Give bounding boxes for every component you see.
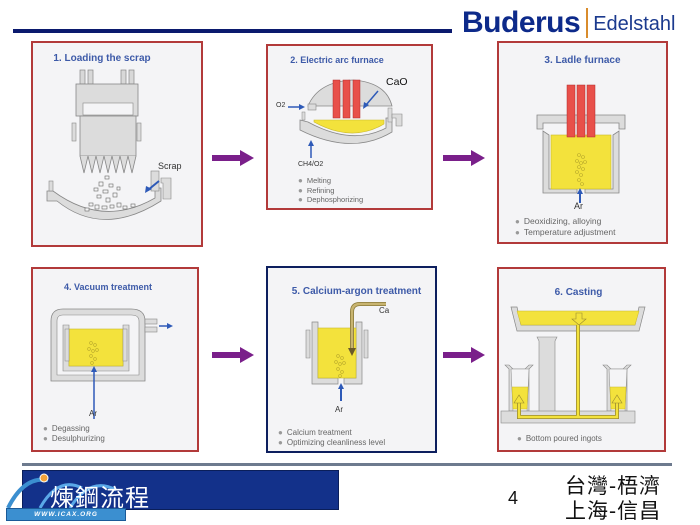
- footer-rule: [22, 463, 672, 466]
- bullet-item: Optimizing cleanliness level: [278, 438, 385, 448]
- bullet-item: Dephosphorizing: [298, 195, 363, 205]
- step-arrow-4-to-5: [212, 347, 254, 363]
- label-ca: Ca: [379, 306, 390, 315]
- location-taiwan: 台灣-梧濟: [565, 474, 662, 498]
- molten-steel: [313, 119, 385, 134]
- brand-name: Buderus: [462, 6, 581, 39]
- bullet-item: Melting: [298, 176, 363, 186]
- electrode: [342, 79, 351, 119]
- electrode: [586, 84, 596, 138]
- step-panel-ladle-furnace: 3. Ladle furnace Ar Deoxidizing, alloyin…: [497, 41, 668, 244]
- brand-logo: Buderus Edelstahl: [462, 4, 675, 38]
- step-arrow-1-to-2: [212, 150, 254, 166]
- ladle-furnace-illustration: [536, 84, 626, 203]
- step-bullets: Calcium treatment Optimizing cleanliness…: [278, 428, 385, 448]
- label-ar: Ar: [89, 409, 97, 418]
- label-scrap: Scrap: [158, 161, 182, 171]
- location-shanghai: 上海-信昌: [565, 499, 662, 523]
- vacuum-treatment-illustration: [50, 308, 173, 419]
- bullet-item: Deoxidizing, alloying: [515, 216, 616, 227]
- electric-arc-furnace-illustration: [288, 79, 403, 158]
- step-bullets: Melting Refining Dephosphorizing: [298, 176, 363, 205]
- header-rule: [13, 29, 452, 33]
- electrode: [576, 84, 586, 138]
- label-ar: Ar: [574, 201, 583, 211]
- scrap-loading-illustration: [46, 69, 172, 220]
- bullet-item: Bottom poured ingots: [517, 433, 602, 444]
- label-o2: O2: [276, 102, 286, 109]
- step-title: 2. Electric arc furnace: [290, 55, 384, 65]
- icax-logo-icon: [6, 473, 117, 509]
- label-ch4-o2: CH4/O2: [298, 161, 324, 168]
- electrode: [352, 79, 361, 119]
- step-bullets: Degassing Desulphurizing: [43, 424, 105, 444]
- step-title: 5. Calcium-argon treatment: [291, 286, 422, 297]
- argon-bubbles: [334, 354, 346, 378]
- electrode: [566, 84, 576, 138]
- logo-url-badge: WWW.ICAX.ORG: [6, 508, 126, 521]
- argon-bubbles: [575, 153, 587, 186]
- molten-steel: [68, 328, 124, 367]
- electrode: [332, 79, 341, 119]
- step-title: 1. Loading the scrap: [53, 53, 151, 64]
- brand-subtitle: Edelstahl: [593, 13, 676, 35]
- page-number: 4: [508, 488, 519, 508]
- step-title: 3. Ladle furnace: [544, 55, 621, 66]
- step-arrow-5-to-6: [443, 347, 485, 363]
- casting-illustration: [500, 306, 646, 424]
- label-cao: CaO: [386, 76, 408, 88]
- bullet-item: Calcium treatment: [278, 428, 385, 438]
- step-bullets: Deoxidizing, alloying Temperature adjust…: [515, 216, 616, 238]
- footer-title: 煉鋼流程: [50, 484, 150, 512]
- bullet-item: Desulphurizing: [43, 434, 105, 444]
- step-panel-electric-arc-furnace: 2. Electric arc furnace CaO O2 CH4/O2 Me…: [266, 44, 433, 210]
- step-panel-calcium-argon-treatment: 5. Calcium-argon treatment Ca Ar Calcium…: [266, 266, 437, 453]
- bullet-item: Temperature adjustment: [515, 227, 616, 238]
- step-title: 4. Vacuum treatment: [63, 282, 153, 292]
- step-panel-loading-scrap: 1. Loading the scrap Scrap: [31, 41, 203, 247]
- step-arrow-2-to-3: [443, 150, 485, 166]
- calcium-argon-illustration: [305, 302, 386, 401]
- brand-separator: [586, 8, 589, 38]
- step-panel-vacuum-treatment: 4. Vacuum treatment Ar Degassing Desulph…: [31, 267, 199, 452]
- step-bullets: Bottom poured ingots: [517, 433, 602, 444]
- molten-steel: [550, 134, 612, 190]
- label-ar: Ar: [335, 405, 343, 414]
- step-panel-casting: 6. Casting Bottom poured ingots: [497, 267, 666, 452]
- bullet-item: Refining: [298, 186, 363, 196]
- argon-bubbles: [87, 341, 99, 365]
- bullet-item: Degassing: [43, 424, 105, 434]
- step-title: 6. Casting: [554, 287, 603, 298]
